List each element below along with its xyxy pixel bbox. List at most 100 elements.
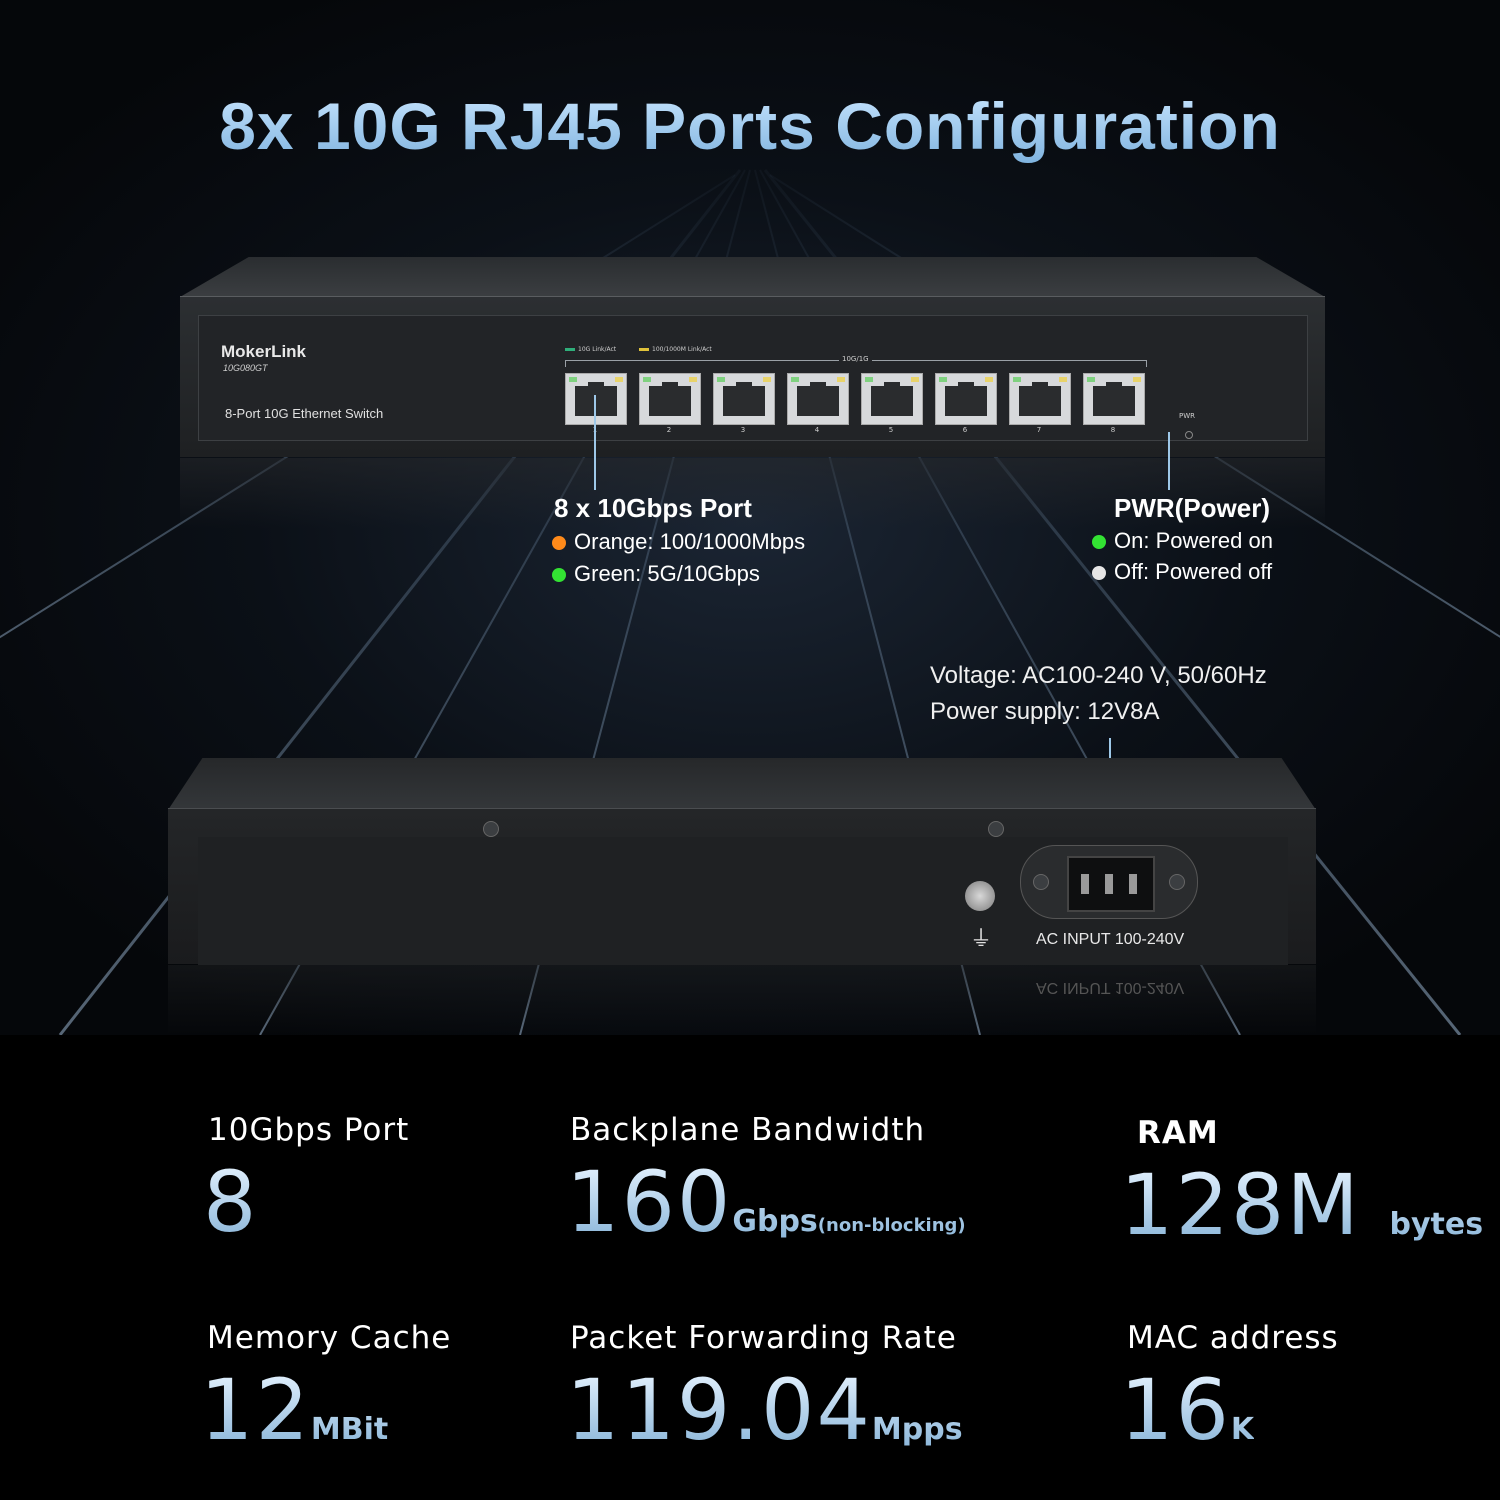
- orange-led-legend: Orange: 100/1000Mbps: [552, 529, 805, 555]
- front-faceplate: MokerLink 10G080GT 8-Port 10G Ethernet S…: [198, 315, 1308, 441]
- rj45-port-8[interactable]: [1083, 373, 1145, 425]
- rj45-port-2[interactable]: [639, 373, 701, 425]
- port-tab: [958, 382, 974, 388]
- ports-callout-title: 8 x 10Gbps Port: [554, 493, 752, 523]
- port-led-icon: [911, 377, 919, 382]
- spec-label-ram: RAM: [1137, 1115, 1219, 1151]
- ground-terminal-icon: [965, 881, 995, 911]
- spec-number: 128M: [1120, 1156, 1361, 1254]
- port-socket-icon: [871, 386, 913, 416]
- port-socket-icon: [723, 386, 765, 416]
- port-socket-icon: [1093, 386, 1135, 416]
- power-off-text: Off: Powered off: [1114, 559, 1273, 584]
- legend-10g: 10G Link/Act: [565, 346, 616, 353]
- voltage-text: Voltage: AC100-240 V, 50/60Hz: [930, 662, 1267, 689]
- specs-area: [0, 1035, 1500, 1500]
- port-socket-icon: [575, 386, 617, 416]
- port-callout-line: [594, 395, 596, 490]
- legend-1g-label: 100/1000M Link/Act: [652, 346, 712, 353]
- legend-swatch-green: [565, 348, 575, 351]
- spec-unit: MBit: [310, 1412, 389, 1447]
- spec-value-mac: 16K: [1120, 1368, 1254, 1452]
- green-led-text: Green: 5G/10Gbps: [574, 561, 760, 586]
- spec-label-mac: MAC address: [1127, 1320, 1339, 1356]
- rear-switch-reflection: [168, 965, 1316, 1035]
- port-number: 2: [666, 426, 672, 434]
- port-led-icon: [837, 377, 845, 382]
- rear-switch-panel: ⏚ AC INPUT 100-240V: [168, 808, 1316, 965]
- spec-unit: K: [1230, 1412, 1255, 1447]
- spec-label-backplane: Backplane Bandwidth: [570, 1112, 926, 1148]
- brand-logo: MokerLink: [221, 342, 307, 361]
- power-callout-line: [1168, 432, 1170, 490]
- port-led-icon: [939, 377, 947, 382]
- screw-icon: [483, 821, 499, 837]
- power-off-legend: Off: Powered off: [1092, 559, 1272, 585]
- legend-swatch-yellow: [639, 348, 649, 351]
- rj45-port-5[interactable]: [861, 373, 923, 425]
- port-number: 6: [962, 426, 968, 434]
- ac-input-label-reflection: AC INPUT 100-240V: [1036, 979, 1185, 996]
- spec-unit: bytes: [1389, 1207, 1484, 1242]
- spec-value-cache: 12MBit: [200, 1368, 388, 1452]
- spec-number: 12: [200, 1361, 311, 1459]
- spec-value-forwarding: 119.04Mpps: [566, 1368, 963, 1452]
- spec-number: 160: [566, 1153, 733, 1251]
- green-led-legend: Green: 5G/10Gbps: [552, 561, 760, 587]
- rj45-port-1[interactable]: [565, 373, 627, 425]
- power-led-icon: [1185, 431, 1193, 439]
- port-led-icon: [569, 377, 577, 382]
- ac-input-label: AC INPUT 100-240V: [1036, 931, 1185, 948]
- spec-label-forwarding: Packet Forwarding Rate: [570, 1320, 957, 1356]
- port-tab: [1032, 382, 1048, 388]
- port-socket-icon: [1019, 386, 1061, 416]
- ac-pin: [1105, 874, 1113, 894]
- spec-unit: Mpps: [871, 1412, 963, 1447]
- port-tab: [736, 382, 752, 388]
- rj45-port-6[interactable]: [935, 373, 997, 425]
- port-led-icon: [1013, 377, 1021, 382]
- rj45-port-4[interactable]: [787, 373, 849, 425]
- port-number: 8: [1110, 426, 1116, 434]
- port-number: 7: [1036, 426, 1042, 434]
- screw-icon: [988, 821, 1004, 837]
- port-led-icon: [615, 377, 623, 382]
- front-switch-panel: MokerLink 10G080GT 8-Port 10G Ethernet S…: [180, 296, 1325, 457]
- spec-number: 8: [203, 1153, 259, 1251]
- rj45-port-3[interactable]: [713, 373, 775, 425]
- port-led-icon: [1059, 377, 1067, 382]
- spec-label-ports: 10Gbps Port: [208, 1112, 410, 1148]
- green-dot-icon: [552, 568, 566, 582]
- orange-dot-icon: [552, 536, 566, 550]
- port-led-icon: [689, 377, 697, 382]
- ac-pin: [1081, 874, 1089, 894]
- port-led-icon: [717, 377, 725, 382]
- rj45-port-7[interactable]: [1009, 373, 1071, 425]
- green-dot-icon: [1092, 535, 1106, 549]
- port-led-icon: [791, 377, 799, 382]
- model-number: 10G080GT: [223, 363, 268, 373]
- hero-area: 8x 10G RJ45 Ports Configuration MokerLin…: [0, 0, 1500, 1035]
- port-socket-icon: [945, 386, 987, 416]
- port-socket-icon: [797, 386, 839, 416]
- spec-label-cache: Memory Cache: [207, 1320, 452, 1356]
- power-on-text: On: Powered on: [1114, 528, 1273, 553]
- ac-pin: [1129, 874, 1137, 894]
- ac-inlet[interactable]: [1020, 845, 1198, 919]
- spec-unit: Gbps: [732, 1204, 818, 1239]
- port-tab: [884, 382, 900, 388]
- power-on-legend: On: Powered on: [1092, 528, 1273, 554]
- port-tab: [662, 382, 678, 388]
- switch-name: 8-Port 10G Ethernet Switch: [225, 406, 384, 421]
- port-led-icon: [763, 377, 771, 382]
- port-led-icon: [865, 377, 873, 382]
- port-led-icon: [1087, 377, 1095, 382]
- white-dot-icon: [1092, 566, 1106, 580]
- ac-socket-icon: [1067, 856, 1155, 912]
- spec-number: 16: [1120, 1361, 1231, 1459]
- power-supply-text: Power supply: 12V8A: [930, 698, 1160, 725]
- power-callout-title: PWR(Power): [1114, 493, 1270, 523]
- spec-value-backplane: 160Gbps(non-blocking): [566, 1160, 966, 1244]
- ground-symbol-icon: ⏚: [970, 927, 993, 952]
- port-number: 5: [888, 426, 894, 434]
